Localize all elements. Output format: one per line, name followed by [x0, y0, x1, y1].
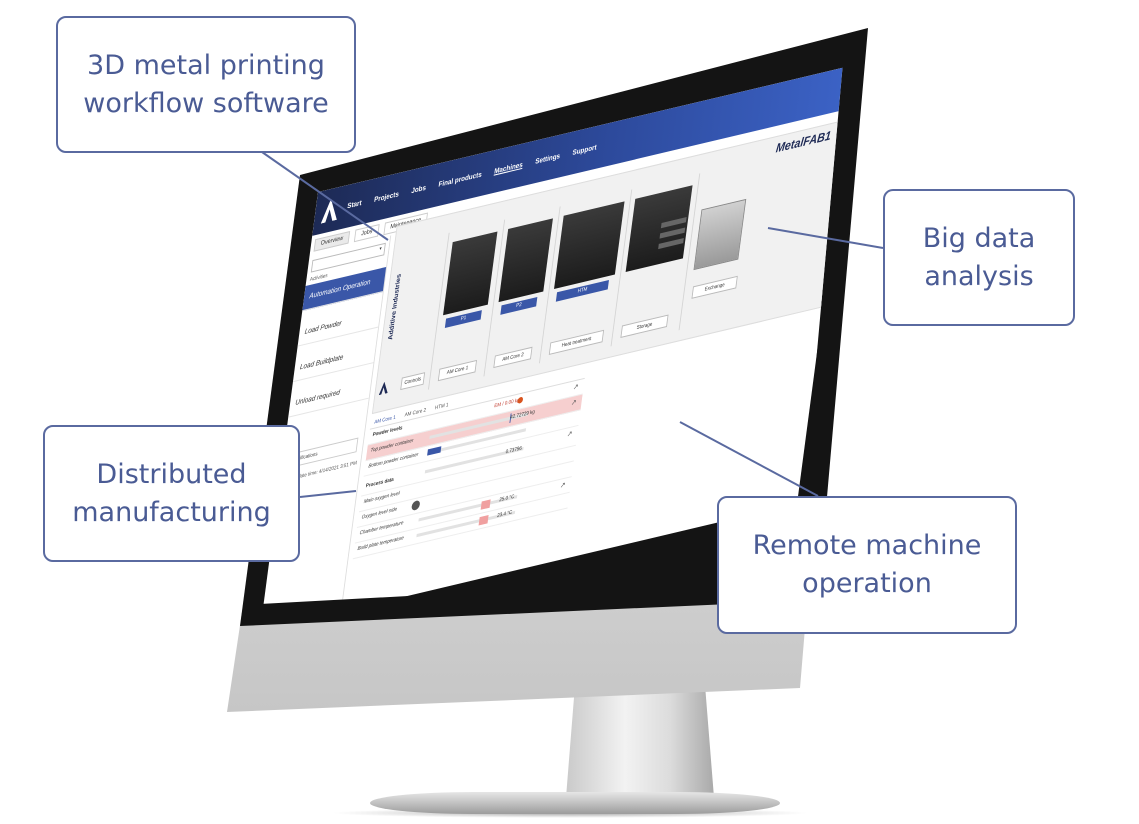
leader-line-distributed	[299, 490, 357, 498]
leader-line-workflow	[261, 151, 389, 241]
callout-workflow-software: 3D metal printing workflow software	[56, 16, 356, 153]
callout-distributed-manufacturing: Distributed manufacturing	[43, 425, 300, 562]
callout-remote-machine-operation: Remote machine operation	[717, 496, 1017, 634]
leader-line-big-data	[767, 227, 884, 249]
callout-big-data-analysis: Big data analysis	[883, 189, 1075, 326]
leader-line-remote	[679, 421, 819, 497]
monitor-stand-base	[370, 792, 780, 814]
